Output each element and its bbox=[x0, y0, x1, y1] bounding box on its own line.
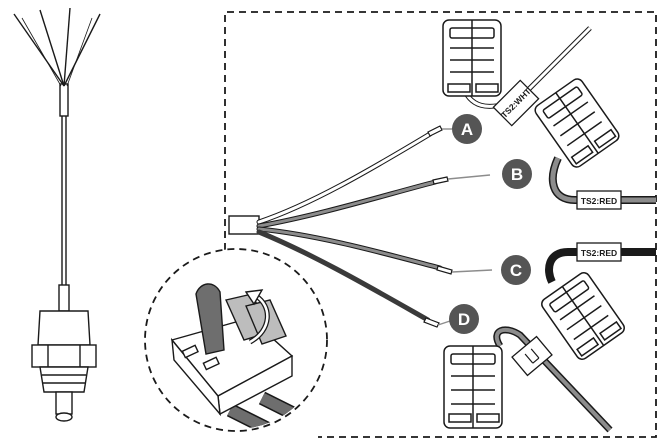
callout-c-label: C bbox=[510, 261, 522, 280]
probe-wire-1 bbox=[13, 13, 65, 87]
lever-connector-inset bbox=[144, 248, 328, 432]
probe-body bbox=[37, 310, 91, 346]
wire-bundle bbox=[256, 131, 443, 323]
stripped-wire-tips bbox=[423, 125, 453, 328]
probe-wire-3 bbox=[63, 7, 71, 87]
callout-c: C bbox=[501, 255, 531, 285]
wire-tag-red-top: TS2:RED bbox=[576, 190, 622, 210]
detail-frame bbox=[224, 11, 657, 438]
callout-b: B bbox=[502, 159, 532, 189]
callout-a-label: A bbox=[461, 120, 473, 139]
callout-b-label: B bbox=[511, 165, 523, 184]
probe-wire-4 bbox=[63, 13, 101, 87]
wire-d-black bbox=[256, 229, 431, 323]
connector-ground bbox=[443, 326, 613, 433]
callout-a: A bbox=[452, 114, 482, 144]
connector-red-bottom bbox=[541, 248, 656, 360]
wire-tag-red-top-text: TS2:RED bbox=[581, 196, 617, 206]
lever-raised bbox=[195, 283, 225, 355]
probe-tip bbox=[55, 391, 73, 415]
probe-cable-jacket bbox=[59, 83, 69, 117]
sensor-probe-illustration bbox=[13, 7, 101, 422]
wire-tag-red-bottom: TS2:RED bbox=[576, 242, 622, 262]
wire-tag-red-bottom-text: TS2:RED bbox=[581, 248, 617, 258]
probe-wire-2 bbox=[39, 9, 65, 87]
callout-d-label: D bbox=[458, 310, 470, 329]
cable-end bbox=[228, 215, 260, 235]
connector-red-top bbox=[534, 78, 656, 204]
callout-leaders bbox=[437, 128, 493, 326]
probe-hex-nut bbox=[31, 344, 97, 368]
callout-d: D bbox=[449, 304, 479, 334]
connector-white bbox=[442, 19, 592, 109]
